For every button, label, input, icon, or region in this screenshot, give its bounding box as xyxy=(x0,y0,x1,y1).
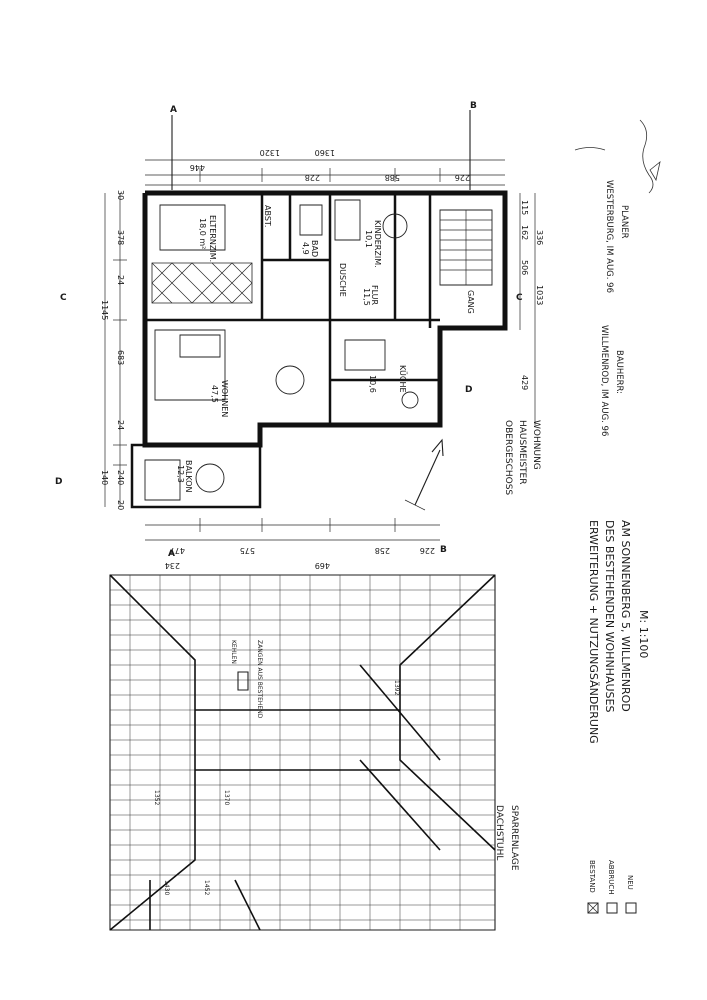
furniture xyxy=(145,200,419,500)
hatched-wall xyxy=(152,263,252,303)
dim-right-6: 429 xyxy=(520,375,529,390)
legend-label-neu: NEU xyxy=(626,875,634,890)
roof-label-1352: 1352 xyxy=(153,790,160,805)
legend-label-abbruch: ABBRUCH xyxy=(607,860,615,895)
signature-block: WESTERBURG, IM AUG. 96 PLANER WILLMENROD… xyxy=(599,180,629,436)
legend-swatch-abbruch xyxy=(607,903,617,913)
floor-title-line-3: WOHNUNG xyxy=(531,420,541,470)
dim-left-1: 30 xyxy=(116,190,125,200)
room-label-abst: ABST. xyxy=(263,205,272,227)
dim-right-3: 506 xyxy=(520,260,529,275)
dim-left-3: 1145 xyxy=(100,300,109,320)
title-line-4: M: 1:100 xyxy=(637,610,650,658)
section-d-right: D xyxy=(465,385,472,395)
title-block: ERWEITERUNG + NUTZUNGSÄNDERUNG DES BESTE… xyxy=(587,520,650,744)
room-area-elternzimmer: 18,0 m² xyxy=(198,218,207,249)
room-label-balkon: BALKON xyxy=(184,460,193,493)
dim-bottom-3: 234 xyxy=(165,561,180,570)
roof-title-line-2: SPARRENLAGE xyxy=(509,805,519,871)
dim-left-8: 240 xyxy=(116,470,125,485)
title-line-3: AM SONNENBERG 5, WILLMENROD xyxy=(619,520,632,712)
hip-lines xyxy=(110,575,495,930)
dim-bottom-2: 575 xyxy=(240,546,255,555)
room-area-balkon: 12,3 xyxy=(176,465,185,483)
section-b-bottom: B xyxy=(440,545,447,555)
dim-bottom-6: 226 xyxy=(420,546,435,555)
dim-right-5: 1033 xyxy=(535,285,544,305)
dim-top-3: 1320 xyxy=(260,148,280,157)
dim-top-5: 588 xyxy=(385,173,400,182)
roof-outline xyxy=(110,575,495,930)
planer-label: PLANER xyxy=(619,205,629,239)
chimney xyxy=(238,672,248,690)
dim-left-4: 24 xyxy=(116,275,125,285)
balcony-outline xyxy=(132,445,260,507)
section-a-top: A xyxy=(170,105,177,115)
dim-top-4: 228 xyxy=(305,173,320,182)
room-label-flur: FLUR xyxy=(370,285,379,306)
bauherr-label: BAUHERR: xyxy=(614,350,624,394)
room-area-flur: 11,5 xyxy=(362,288,371,306)
section-d-left: D xyxy=(55,477,62,487)
roof-label-1392: 1392 xyxy=(393,680,400,695)
dim-right-1: 115 xyxy=(520,200,529,215)
floor-plan: ELTERNZIM. 18,0 m² BAD 4,9 KINDERZIM. 10… xyxy=(55,101,544,570)
dim-right-4: 336 xyxy=(535,230,544,245)
roof-label-1452: 1452 xyxy=(203,880,210,895)
dim-top-1: 446 xyxy=(190,163,205,172)
room-label-gang: GANG xyxy=(466,290,475,314)
dim-bottom-4: 469 xyxy=(315,561,330,570)
title-line-2: DES BESTEHENDEN WOHNHAUSES xyxy=(603,520,616,712)
handwritten-signature xyxy=(575,120,660,193)
room-area-kinderzimmer: 10,1 xyxy=(364,230,373,248)
floor-title-line-1: OBERGESCHOSS xyxy=(503,420,513,495)
staircase xyxy=(440,210,492,285)
bauherr-place-date: WILLMENROD, IM AUG. 96 xyxy=(599,325,609,436)
roof-label-zangen: ZANGEN AUS BESTEHEND xyxy=(256,640,263,719)
dim-top-2: 1360 xyxy=(315,148,335,157)
section-b-top: B xyxy=(470,101,477,111)
rafters xyxy=(110,575,495,930)
room-area-kueche: 10,6 xyxy=(368,375,377,393)
legend: BESTAND ABBRUCH NEU xyxy=(588,860,636,913)
north-arrow-icon xyxy=(405,440,443,510)
dim-left-7: 140 xyxy=(100,470,109,485)
dim-bottom-1: 477 xyxy=(170,546,185,555)
dim-left-9: 20 xyxy=(116,500,125,510)
room-area-bad: 4,9 xyxy=(301,242,310,255)
legend-swatch-neu xyxy=(626,903,636,913)
dimension-lines xyxy=(105,160,535,540)
dim-bottom-5: 258 xyxy=(375,546,390,555)
legend-label-bestand: BESTAND xyxy=(588,860,596,893)
roof-label-1370: 1370 xyxy=(223,790,230,805)
roof-title-line-1: DACHSTUHL xyxy=(494,805,504,860)
room-label-dusche: DUSCHE xyxy=(338,263,347,297)
floor-title-line-2: HAUSMEISTER xyxy=(517,420,527,484)
title-line-1: ERWEITERUNG + NUTZUNGSÄNDERUNG xyxy=(587,520,600,744)
room-label-kinderzimmer: KINDERZIM. xyxy=(373,220,382,268)
roof-label-1430: 1430 xyxy=(163,880,170,895)
room-label-bad: BAD xyxy=(310,240,319,257)
dim-left-5: 683 xyxy=(116,350,125,365)
room-label-elternzimmer: ELTERNZIM. xyxy=(208,215,217,262)
dim-right-2: 162 xyxy=(520,225,529,240)
roof-label-kehlen: KEHLEN xyxy=(230,640,237,664)
room-label-kueche: KÜCHE xyxy=(398,365,408,393)
dim-left-2: 378 xyxy=(116,230,125,245)
room-area-wohnen: 47,5 xyxy=(210,385,219,403)
roof-plan: ZANGEN AUS BESTEHEND KEHLEN 1352 1370 13… xyxy=(110,575,519,930)
room-label-wohnen: WOHNEN xyxy=(220,380,229,417)
section-a-bottom: A xyxy=(168,549,175,559)
section-c-left: C xyxy=(60,293,67,303)
dim-left-6: 24 xyxy=(116,420,125,430)
section-c-right: C xyxy=(516,293,523,303)
dim-top-6: 226 xyxy=(455,173,470,182)
planer-place-date: WESTERBURG, IM AUG. 96 xyxy=(604,180,614,293)
